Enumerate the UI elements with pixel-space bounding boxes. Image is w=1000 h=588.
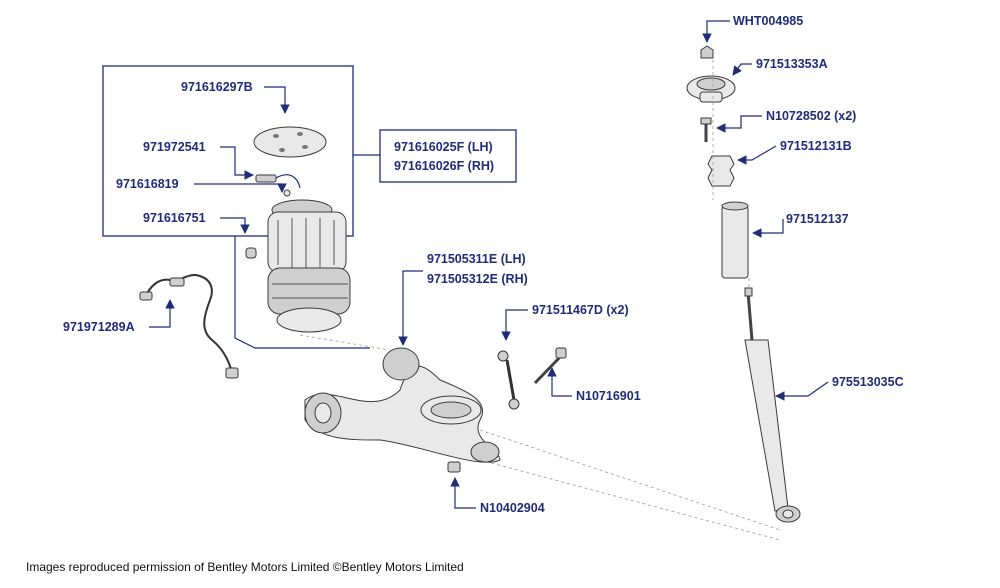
label-971971289a: 971971289A	[63, 320, 135, 334]
o-ring-small	[283, 189, 291, 197]
label-971616819: 971616819	[116, 177, 179, 191]
top-nut	[700, 45, 714, 59]
air-spring-label-box	[379, 129, 517, 183]
drop-link	[497, 350, 520, 410]
air-line-connector	[255, 174, 301, 189]
label-971512137: 971512137	[786, 212, 849, 226]
nut-n10402904	[447, 461, 461, 473]
label-971505312e: 971505312E (RH)	[427, 272, 528, 286]
valve-cap	[245, 247, 257, 259]
copyright-credit: Images reproduced permission of Bentley …	[26, 560, 464, 574]
mount-bolt	[700, 117, 712, 142]
label-971972541: 971972541	[143, 140, 206, 154]
label-wht004985: WHT004985	[733, 14, 803, 28]
label-975513035c: 975513035C	[832, 375, 904, 389]
lower-control-arm	[304, 347, 501, 463]
label-n10728502: N10728502 (x2)	[766, 109, 856, 123]
air-spring-group-box	[102, 65, 354, 237]
label-971512131b: 971512131B	[780, 139, 852, 153]
label-971616297b: 971616297B	[181, 80, 253, 94]
air-spring-bellows	[267, 199, 351, 333]
label-971616751: 971616751	[143, 211, 206, 225]
top-mount-plate	[253, 126, 327, 158]
dust-cover	[721, 201, 749, 279]
label-971616025f: 971616025F (LH)	[394, 140, 493, 154]
strut-top-mount	[686, 75, 736, 103]
shock-absorber	[744, 287, 801, 523]
label-971616026f: 971616026F (RH)	[394, 159, 494, 173]
label-971511467d: 971511467D (x2)	[532, 303, 629, 317]
bump-stop	[707, 155, 735, 187]
wiring-harness	[139, 274, 239, 379]
label-971505311e: 971505311E (LH)	[427, 252, 526, 266]
label-n10716901: N10716901	[576, 389, 641, 403]
label-n10402904: N10402904	[480, 501, 545, 515]
label-971513353a: 971513353A	[756, 57, 828, 71]
bolt-n10716901	[533, 347, 567, 385]
